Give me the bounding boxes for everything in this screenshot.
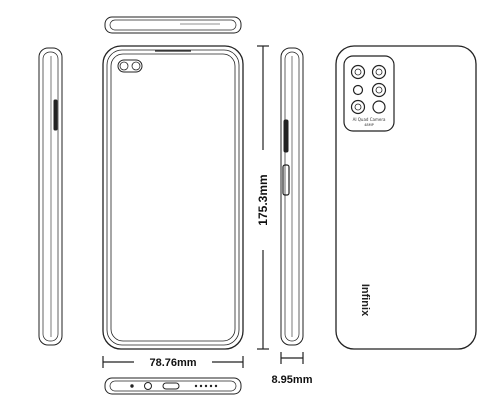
power-button — [282, 164, 290, 196]
depth-label: 8.95mm — [272, 374, 313, 386]
flash-icon — [372, 100, 386, 114]
right-side-view — [280, 47, 304, 346]
back-view — [335, 45, 477, 350]
headphone-jack — [144, 382, 152, 390]
side-button — [53, 99, 58, 131]
microphone — [130, 384, 134, 388]
depth-dimension — [280, 352, 304, 364]
brand-logo: Infinix — [359, 284, 371, 317]
usb-port — [162, 382, 180, 390]
height-label: 175.3mm — [256, 174, 270, 225]
volume-button — [283, 119, 289, 153]
bottom-edge-view — [104, 377, 242, 395]
height-dimension — [257, 45, 269, 350]
camera-module — [343, 55, 395, 132]
speaker-grille — [194, 384, 218, 388]
width-label: 78.76mm — [149, 357, 196, 369]
camera-caption-1: AI Quad Camera — [353, 117, 386, 122]
top-edge-view — [104, 16, 242, 34]
left-side-view — [38, 47, 63, 346]
camera-caption-2: 48MP — [364, 123, 374, 127]
screen-display — [110, 53, 236, 342]
front-view — [102, 45, 244, 350]
punch-hole-camera — [117, 59, 143, 73]
width-dimension — [102, 356, 244, 368]
